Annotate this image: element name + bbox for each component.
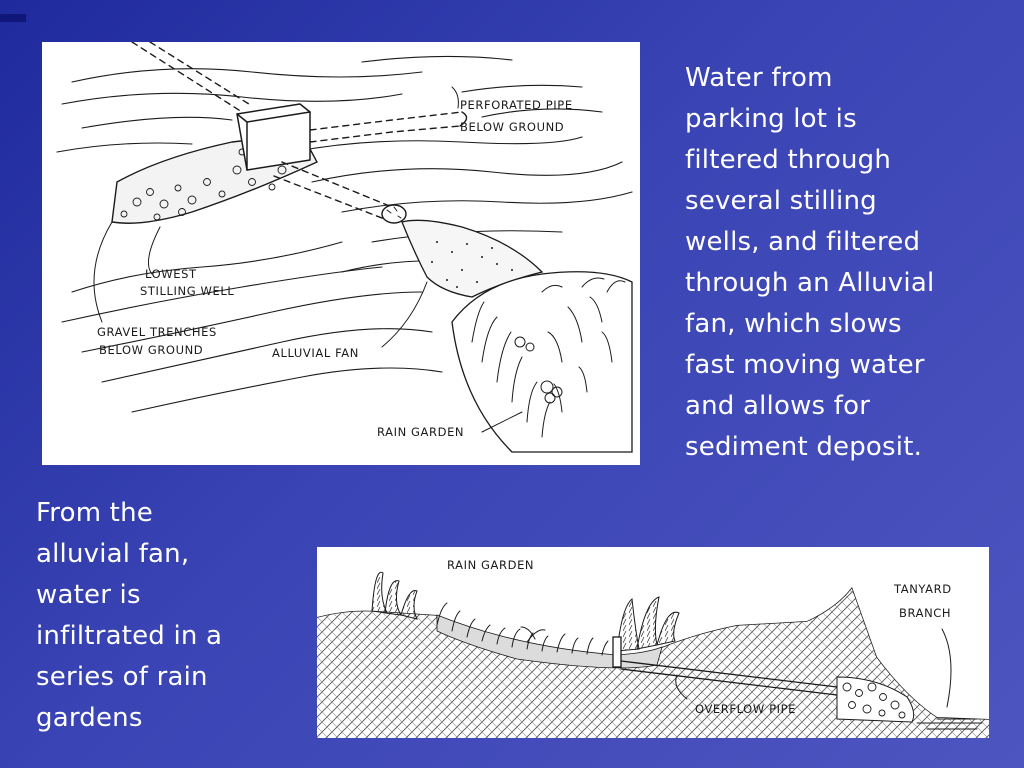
lowest-well-label-2: STILLING WELL [140,284,234,298]
perforated-pipe-label-1: PERFORATED PIPE [460,98,573,112]
tanyard-label-2: BRANCH [899,606,951,620]
stilling-well-drawing: PERFORATED PIPE BELOW GROUND LOWEST STIL… [56,42,633,453]
perforated-pipe [131,42,463,221]
cross-section-drawing: RAIN GARDEN TANYARD BRANCH OVERFLOW PIPE [317,547,989,738]
rain-garden-sketch [451,271,633,453]
garden-plants [371,571,680,656]
tanyard-label-1: TANYARD [893,582,952,596]
rain-garden-cross-section: RAIN GARDEN TANYARD BRANCH OVERFLOW PIPE [317,547,989,738]
rain-garden-title-label: RAIN GARDEN [447,558,534,572]
alluvial-fan-label: ALLUVIAL FAN [272,346,359,360]
sketch-labels: PERFORATED PIPE BELOW GROUND LOWEST STIL… [97,98,573,439]
cross-section-leaders [675,628,952,708]
stilling-well-sketch: PERFORATED PIPE BELOW GROUND LOWEST STIL… [42,42,640,465]
right-description: Water from parking lot is filtered throu… [685,63,935,462]
left-description: From the alluvial fan, water is infiltra… [36,498,223,733]
overflow-pipe-label: OVERFLOW PIPE [695,702,796,716]
gravel-trenches-label-1: GRAVEL TRENCHES [97,325,217,339]
overflow-standpipe [612,636,838,696]
leader-lines [93,86,523,433]
creek-water [916,718,983,730]
rain-garden-label: RAIN GARDEN [377,425,464,439]
lower-stilling-well [381,204,407,224]
pipe-end [459,111,468,127]
stilling-well-box [236,103,311,171]
perforated-pipe-label-2: BELOW GROUND [460,120,564,134]
corner-accent [0,14,26,22]
gravel-outlet [836,676,915,723]
lowest-well-label-1: LOWEST [145,267,197,281]
gravel-trenches-label-2: BELOW GROUND [99,343,203,357]
